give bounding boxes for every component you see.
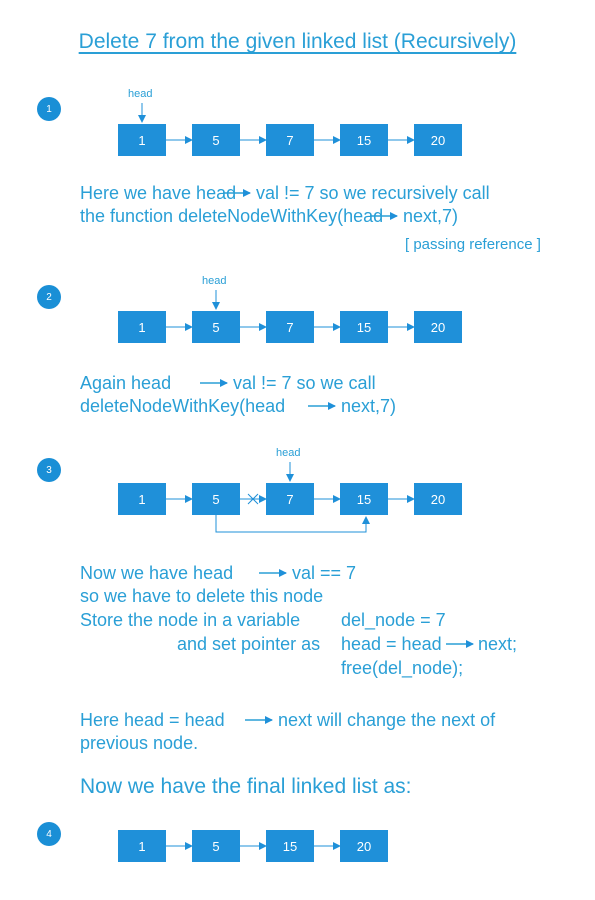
code-text: del_node = 7 <box>341 610 446 630</box>
explanation-text: Here we have head <box>80 183 237 203</box>
list-node: 7 <box>266 311 314 343</box>
head-label: head <box>276 447 301 459</box>
explanation-text: Here head = head <box>80 710 225 730</box>
list-node: 20 <box>340 830 388 862</box>
head-label: head <box>128 88 153 100</box>
code-text: next; <box>478 634 518 654</box>
list-node: 20 <box>414 483 462 515</box>
page-title: Delete 7 from the given linked list (Rec… <box>78 30 517 53</box>
step-badge: 4 <box>37 822 61 846</box>
explanation-text: val != 7 so we recursively call <box>256 183 490 203</box>
list-node: 7 <box>266 483 314 515</box>
explanation-text: val != 7 so we call <box>233 373 376 393</box>
list-node: 1 <box>118 124 166 156</box>
list-node: 7 <box>266 124 314 156</box>
step-badge: 3 <box>37 458 61 482</box>
note-text: [ passing reference ] <box>405 236 541 253</box>
explanation-text: previous node. <box>80 733 199 753</box>
list-node: 15 <box>340 311 388 343</box>
list-node: 5 <box>192 830 240 862</box>
head-label: head <box>202 275 227 287</box>
explanation-text: the function deleteNodeWithKey(head <box>80 206 384 226</box>
final-heading: Now we have the final linked list as: <box>80 775 412 798</box>
list-node: 5 <box>192 311 240 343</box>
explanation-text: Again head <box>80 373 172 393</box>
explanation-text: Now we have head <box>80 563 234 583</box>
code-text: free(del_node); <box>341 658 464 678</box>
explanation-text: Store the node in a variable <box>80 610 301 630</box>
list-node: 15 <box>340 124 388 156</box>
list-node: 15 <box>266 830 314 862</box>
explanation-text: next,7) <box>341 396 397 416</box>
list-node: 1 <box>118 483 166 515</box>
bypass-arrow <box>215 515 370 533</box>
step-badge: 1 <box>37 97 61 121</box>
list-node: 1 <box>118 311 166 343</box>
list-node: 5 <box>192 124 240 156</box>
cross-mark <box>247 493 259 505</box>
list-node: 20 <box>414 311 462 343</box>
explanation-text: next will change the next of <box>278 710 496 730</box>
list-node: 20 <box>414 124 462 156</box>
list-node: 15 <box>340 483 388 515</box>
step-badge: 2 <box>37 285 61 309</box>
list-node: 5 <box>192 483 240 515</box>
list-node: 1 <box>118 830 166 862</box>
explanation-text: and set pointer as <box>177 634 321 654</box>
code-text: head = head <box>341 634 442 654</box>
explanation-text: deleteNodeWithKey(head <box>80 396 286 416</box>
explanation-text: next,7) <box>403 206 459 226</box>
explanation-text: val == 7 <box>292 563 357 583</box>
explanation-text: so we have to delete this node <box>80 586 324 606</box>
